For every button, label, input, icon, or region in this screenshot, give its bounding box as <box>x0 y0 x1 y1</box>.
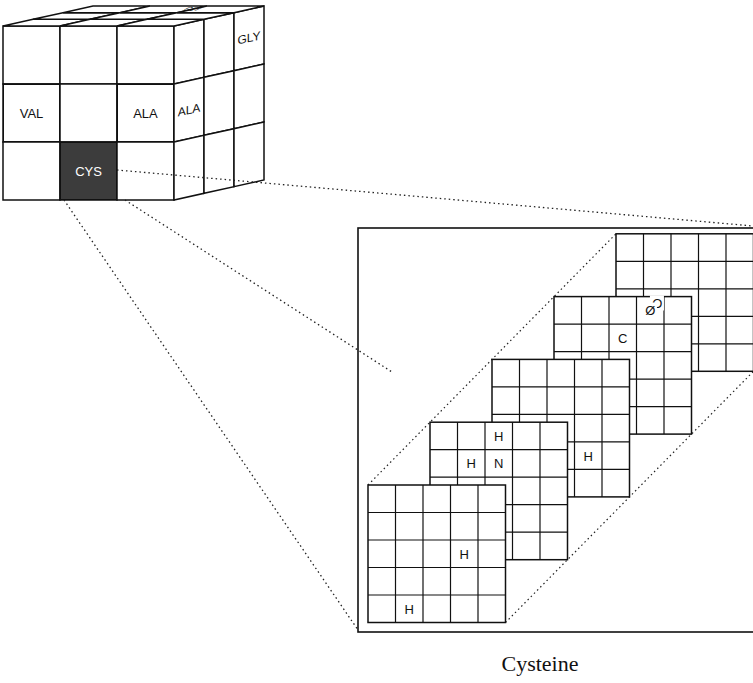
cube-cell <box>117 26 174 84</box>
grid-line <box>368 539 506 540</box>
cube-cell: CYS <box>60 142 117 200</box>
atom-symbol: C <box>616 330 629 345</box>
zoom-frame <box>64 170 753 632</box>
grid-line <box>601 359 602 497</box>
cube-cell <box>177 6 264 13</box>
cube-cell <box>60 84 117 142</box>
cube-cell <box>204 13 234 78</box>
zoom-leader <box>64 200 358 630</box>
grid-line <box>616 288 753 289</box>
cube-cell: ALA <box>117 84 174 142</box>
grid-line <box>430 477 568 478</box>
cube <box>3 6 264 200</box>
grid-line <box>430 449 568 450</box>
cube-cell <box>174 135 204 200</box>
grid-line <box>698 234 699 371</box>
grid-slice <box>368 485 506 623</box>
atom-symbol: H <box>582 448 595 463</box>
cube-cell <box>117 142 174 200</box>
zoom-leader <box>125 200 392 372</box>
grid-line <box>663 297 664 435</box>
grid-line <box>725 234 726 371</box>
grid-line <box>636 297 637 435</box>
grid-line <box>539 422 540 560</box>
grid-line <box>477 485 478 623</box>
cube-cell <box>147 13 234 20</box>
cube-cell <box>234 64 264 129</box>
grid-line <box>422 485 423 623</box>
atom-symbol: H <box>492 428 505 443</box>
cube-cell <box>3 26 60 84</box>
residue-name: VAL <box>20 106 44 121</box>
cube-cell <box>60 142 117 200</box>
cube-cell: VAL <box>3 84 60 142</box>
atom-symbol: H <box>403 601 416 616</box>
cube-cell <box>174 19 204 84</box>
grid-line <box>554 351 692 352</box>
atom-symbol: H <box>465 456 478 471</box>
residue-name: ALA <box>133 106 158 121</box>
cube-cell <box>174 77 204 142</box>
grid-line <box>368 567 506 568</box>
cube-cell <box>234 6 264 71</box>
grid-line <box>512 422 513 560</box>
cube-cell <box>120 6 207 13</box>
atom-symbol: N <box>492 456 505 471</box>
cube-cell <box>204 71 234 136</box>
cube-cell <box>60 26 117 84</box>
zoom-leader <box>117 170 753 226</box>
figure-caption: Cysteine <box>502 651 579 677</box>
residue-name: CYS <box>75 164 102 179</box>
grid-line <box>554 324 692 325</box>
cube-cell <box>117 84 174 142</box>
grid-line <box>492 386 630 387</box>
cube-cell <box>3 142 60 200</box>
cube-cell <box>234 122 264 187</box>
grid-line <box>450 485 451 623</box>
grid-line <box>492 414 630 415</box>
cube-cell <box>117 19 204 26</box>
grid-line <box>574 359 575 497</box>
cube-cell <box>204 129 234 194</box>
slice-border <box>368 485 506 623</box>
grid-line <box>616 261 753 262</box>
zoom-box <box>358 228 753 632</box>
grid-line <box>368 512 506 513</box>
atom-symbol: Ø <box>643 303 657 318</box>
atom-symbol: H <box>458 546 471 561</box>
cube-cell <box>3 84 60 142</box>
grid-line <box>368 594 506 595</box>
grid-line <box>395 485 396 623</box>
